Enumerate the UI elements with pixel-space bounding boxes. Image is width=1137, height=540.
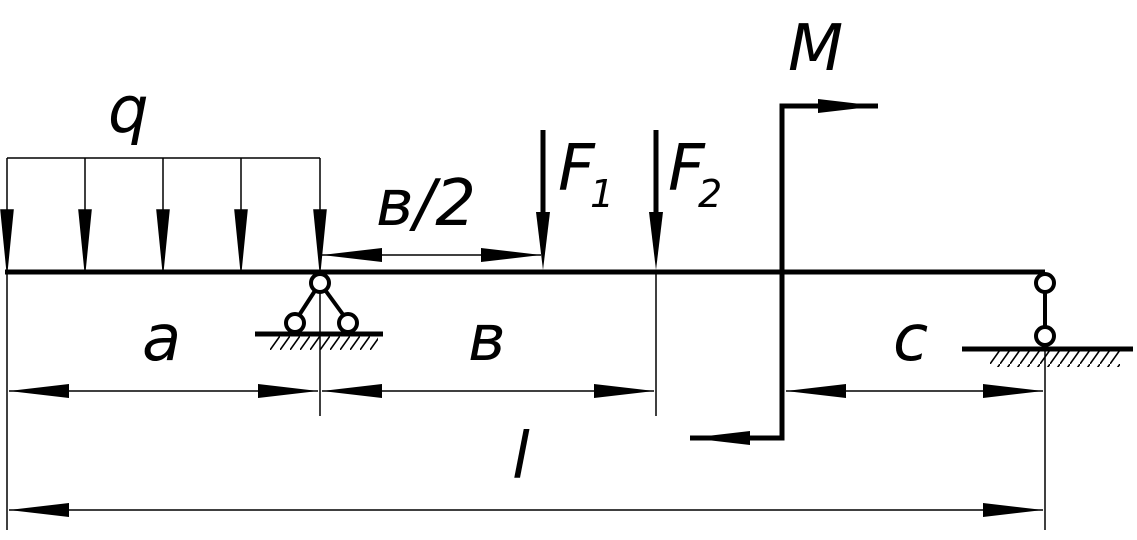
label-a: a xyxy=(142,302,181,376)
load-arrowhead xyxy=(78,209,92,271)
load-arrowhead xyxy=(234,209,248,271)
force-F2-arrowhead xyxy=(649,212,663,270)
force-F1-arrowhead xyxy=(536,212,550,270)
ground-hatch-left xyxy=(270,336,378,350)
label-F1: F xyxy=(558,132,596,206)
label-half-b: в/2 xyxy=(376,167,476,241)
label-F2-sub: 2 xyxy=(698,172,722,216)
label-c: c xyxy=(893,302,928,376)
load-arrowhead xyxy=(313,209,327,271)
dimension-c: c xyxy=(786,302,1043,398)
moment-arrowhead-top xyxy=(818,99,878,113)
pinned-support xyxy=(255,272,383,350)
roller-bottom xyxy=(1034,325,1056,347)
dimension-b: в xyxy=(322,302,654,398)
label-q: q xyxy=(108,74,149,148)
moment-M: M xyxy=(690,12,878,445)
dimension-half-b: в/2 xyxy=(322,167,541,262)
load-arrows xyxy=(0,158,327,271)
pin-top xyxy=(309,272,331,294)
force-F1: F 1 xyxy=(536,130,614,272)
label-b: в xyxy=(468,302,506,376)
pin-right xyxy=(337,312,359,334)
label-M: M xyxy=(788,12,843,86)
label-F2: F xyxy=(668,132,706,206)
dimension-a: a xyxy=(9,302,318,398)
dimension-l: l xyxy=(9,420,1043,517)
load-arrowhead xyxy=(0,209,14,271)
pin-left xyxy=(284,312,306,334)
moment-arrowhead-bottom xyxy=(690,431,750,445)
ground-hatch-right xyxy=(990,351,1120,367)
extension-lines xyxy=(6,272,1046,530)
label-F1-sub: 1 xyxy=(590,172,614,216)
force-F2: F 2 xyxy=(649,130,722,270)
distributed-load-q: q xyxy=(0,74,327,271)
load-arrowhead xyxy=(156,209,170,271)
roller-top xyxy=(1034,272,1056,294)
roller-support xyxy=(962,272,1133,367)
label-l: l xyxy=(512,420,530,494)
